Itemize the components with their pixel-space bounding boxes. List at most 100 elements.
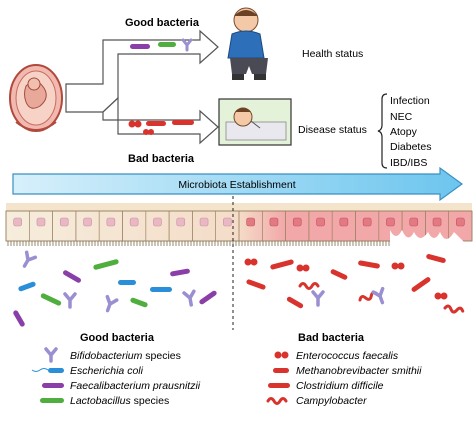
- gut-epithelium: [5, 203, 473, 246]
- cell-nucleus: [176, 217, 186, 227]
- disease-item: Atopy: [390, 126, 418, 138]
- cell-nucleus: [83, 217, 92, 227]
- svg-text:Bifidobacterium species: Bifidobacterium species: [70, 350, 181, 362]
- disease-item: Infection: [390, 95, 430, 107]
- green-rod-icon: [40, 398, 64, 403]
- bifidobacterium-cell: [311, 290, 325, 307]
- bifidobacterium-cell: [105, 294, 119, 313]
- bad-legend-item: Campylobacter: [266, 395, 367, 407]
- cell-nucleus: [409, 217, 419, 227]
- methanobrevibacter-cell: [246, 279, 266, 290]
- bad-legend-name: Campylobacter: [296, 395, 367, 407]
- good-legend-item: Faecalibacterium prausnitzii: [42, 380, 201, 392]
- lactobacillus-cell: [93, 259, 119, 270]
- cell-nucleus: [339, 217, 349, 227]
- cell-nucleus: [129, 217, 139, 227]
- lactobacillus-cell: [130, 297, 148, 308]
- health-status-label: Health status: [302, 48, 363, 60]
- sick-child-icon: [218, 98, 292, 146]
- faecalibacterium-cell: [13, 310, 25, 327]
- disease-status-label: Disease status: [298, 124, 367, 136]
- bad-legend-item: Enterococcus faecalis: [274, 350, 399, 362]
- bifidobacterium-cell: [182, 289, 196, 307]
- bad-legend-item: Methanobrevibacter smithii: [273, 365, 422, 377]
- good-bacteria-cloud: [13, 250, 217, 327]
- bad-bacteria-top-label: Bad bacteria: [128, 153, 195, 165]
- enterococcus-cell: [244, 258, 252, 266]
- timeline-arrow: [12, 166, 464, 202]
- disease-brace: [377, 93, 388, 169]
- methanobrevibacter-cell: [286, 296, 304, 309]
- clostridium-cell: [358, 260, 380, 269]
- campylobacter-cell: [298, 282, 320, 290]
- methanobrevibacter-cell: [426, 254, 446, 263]
- good-legend-item: Bifidobacterium species: [44, 347, 181, 363]
- svg-text:Lactobacillus species: Lactobacillus species: [70, 395, 169, 407]
- good-legend-suffix: species: [131, 395, 170, 407]
- disease-item: IBD/IBS: [390, 157, 427, 169]
- branch-arrow: [65, 29, 219, 145]
- spiral-bacterium-icon: [266, 397, 288, 405]
- faecalibacterium-cell: [63, 270, 81, 283]
- bad-legend-name: Methanobrevibacter smithii: [296, 365, 422, 377]
- cell-nucleus: [316, 217, 325, 227]
- diplococcus-icon: [274, 351, 289, 359]
- cell-nucleus: [292, 217, 302, 227]
- red-long-rod-icon: [268, 383, 290, 388]
- timeline-label: Microbiota Establishment: [178, 179, 295, 191]
- good-legend-name: Faecalibacterium prausnitzii: [70, 380, 201, 392]
- faecalibacterium-cell: [170, 268, 190, 277]
- good-bacteria-top-label: Good bacteria: [125, 17, 200, 29]
- cell-nucleus: [269, 217, 279, 227]
- purple-rod-icon: [42, 383, 64, 388]
- lactobacillus-cell: [40, 293, 62, 306]
- enterococcus-cell: [391, 262, 399, 270]
- clostridium-cell: [270, 259, 294, 270]
- cell-nucleus: [432, 217, 442, 227]
- good-branch-bacteria: [130, 38, 193, 52]
- good-legend-name: Bifidobacterium: [70, 350, 143, 362]
- cell-nucleus: [36, 217, 46, 227]
- healthy-child-icon: [227, 7, 268, 80]
- good-legend-item: Lactobacillus species: [40, 395, 169, 407]
- flagellated-rod-icon: [31, 368, 64, 373]
- pregnant-womb-icon: [9, 64, 63, 132]
- enterococcus-cell: [440, 292, 448, 300]
- cell-nucleus: [246, 217, 255, 227]
- bad-bacteria-cloud: [244, 254, 465, 314]
- bad-legend-name: Enterococcus faecalis: [296, 350, 399, 362]
- bad-legend-name: Clostridium difficile: [296, 380, 384, 392]
- enterococcus-cell: [397, 262, 405, 270]
- y-shape-bacterium-icon: [44, 347, 58, 363]
- disease-item: Diabetes: [390, 141, 431, 153]
- cell-nucleus: [456, 217, 465, 227]
- red-rod-icon: [273, 368, 289, 373]
- good-legend-item: Escherichia coli: [31, 365, 144, 377]
- disease-list: Infection NEC Atopy Diabetes IBD/IBS: [390, 95, 431, 169]
- ecoli-cell: [150, 287, 172, 292]
- cell-nucleus: [223, 217, 232, 227]
- good-legend-title: Good bacteria: [80, 332, 155, 344]
- disease-item: NEC: [390, 111, 413, 123]
- cell-nucleus: [59, 217, 69, 227]
- good-legend-name: Lactobacillus: [70, 395, 131, 407]
- methanobrevibacter-cell: [330, 269, 348, 280]
- cell-nucleus: [153, 217, 162, 227]
- bifidobacterium-cell: [22, 250, 38, 268]
- enterococcus-cell: [296, 264, 304, 272]
- cell-nucleus: [13, 217, 22, 227]
- cell-nucleus: [199, 217, 209, 227]
- campylobacter-cell: [443, 304, 465, 314]
- faecalibacterium-cell: [199, 290, 217, 305]
- good-legend-name: Escherichia coli: [70, 365, 144, 377]
- ecoli-cell: [118, 280, 136, 285]
- good-legend-suffix: species: [142, 350, 181, 362]
- cell-nucleus: [386, 217, 395, 227]
- enterococcus-cell: [250, 258, 258, 266]
- cell-nucleus: [106, 217, 116, 227]
- bifidobacterium-cell: [371, 286, 385, 305]
- enterococcus-cell: [434, 292, 442, 300]
- bad-branch-bacteria: [128, 120, 194, 135]
- clostridium-cell: [411, 277, 431, 292]
